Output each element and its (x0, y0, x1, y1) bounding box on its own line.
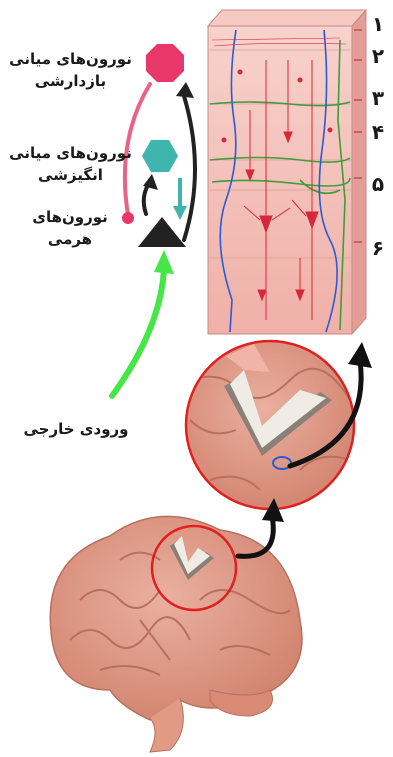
cortex-block (208, 10, 366, 334)
excitatory-neuron-shape (142, 140, 178, 172)
layer-label-4: ۴ (367, 120, 389, 144)
layer-label-3: ۳ (367, 86, 389, 110)
circuit-schematic (112, 44, 195, 396)
layer-label-5: ۵ (367, 172, 389, 196)
inhibitory-synapse-dot (122, 212, 134, 224)
label-excitatory-interneurons: نورون‌های میانی انگیزشی (8, 142, 133, 186)
label-inhibitory-interneurons: نورون‌های میانی بازدارشی (8, 48, 133, 92)
brain-illustration (50, 498, 302, 752)
layer-label-1: ۱ (367, 12, 389, 36)
inhibitory-neuron-shape (146, 44, 184, 82)
layer-label-6: ۶ (367, 236, 389, 260)
arrow-head (173, 206, 187, 220)
layer-label-2: ۲ (367, 44, 389, 68)
input-arrow-head (154, 250, 174, 274)
pyramidal-neuron-shape (138, 217, 186, 247)
zoom-circle (186, 340, 372, 510)
zoom-arrow-head (348, 342, 372, 368)
label-pyramidal-neurons: نورون‌های هرمی (30, 206, 110, 250)
label-external-input: ورودی خارجی (16, 418, 136, 440)
arrow-head (176, 82, 194, 98)
